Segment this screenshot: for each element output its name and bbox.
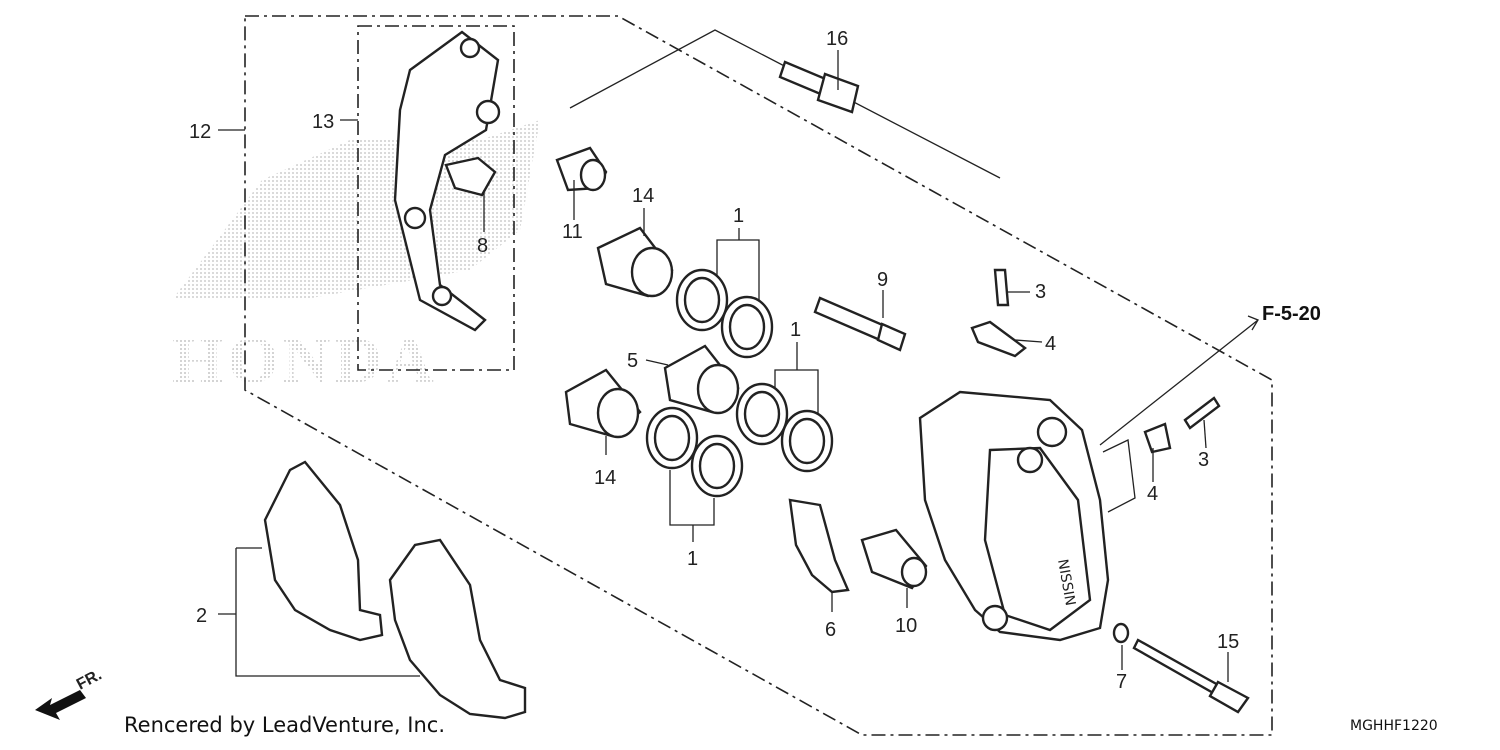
bleeder-caps [970,320,1172,454]
diagram-code: MGHHF1220 [1350,718,1438,734]
pad-spring-clip [444,156,497,197]
piston-seals [645,268,834,498]
callout-2: 2 [196,605,207,627]
section-reference: F-5-20 [1262,303,1321,325]
caliper-pin [1132,638,1250,714]
pin-bolt [813,296,907,352]
bleeder-screws [993,268,1221,430]
pistons [564,226,740,439]
brake-pads [263,460,527,720]
washer [1112,622,1130,644]
callout-10: 10 [895,615,917,637]
callout-14-top: 14 [632,185,654,207]
callout-numbers: 12 13 8 16 11 14 1 1 5 14 1 9 3 4 3 4 6 … [189,28,1239,693]
watermark-text: HONDA [172,324,438,397]
render-credit: Rencered by LeadVenture, Inc. [124,713,445,737]
callout-3-top: 3 [1035,281,1046,303]
caliper-bracket [393,30,501,332]
callout-11: 11 [562,221,583,243]
leader-lines [218,50,1259,682]
bracket-bolt [778,60,860,114]
pad-spring [788,498,850,594]
callout-14-bottom: 14 [594,467,616,489]
callout-3-right: 3 [1198,449,1209,471]
front-direction-arrow-icon: FR. [35,666,105,720]
callout-1-middle: 1 [790,319,801,341]
callout-4-right: 4 [1147,483,1158,505]
boot [555,146,608,192]
callout-1-bottom: 1 [687,548,698,570]
callout-4-top: 4 [1045,333,1056,355]
callout-12: 12 [189,121,211,143]
assembly-outline [244,15,1273,736]
callout-5: 5 [627,350,638,372]
plug [860,528,928,590]
callout-9: 9 [877,269,888,291]
callout-13: 13 [312,111,334,133]
callout-15: 15 [1217,631,1239,653]
callout-8: 8 [477,235,488,257]
callout-16: 16 [826,28,848,50]
caliper-body: NISSIN [918,390,1110,642]
callout-1-top: 1 [733,205,744,227]
callout-6: 6 [825,619,836,641]
honda-watermark: HONDA [172,120,540,397]
callout-7: 7 [1116,671,1127,693]
direction-label: FR. [74,666,105,693]
